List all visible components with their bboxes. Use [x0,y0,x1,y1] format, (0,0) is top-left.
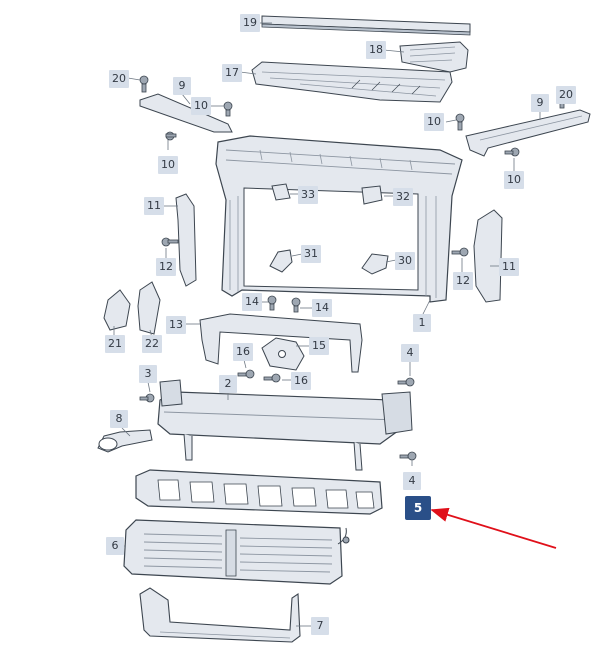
part-lock-carrier [199,313,363,373]
part-bracket-right [465,109,591,157]
callout-21: 21 [105,335,125,353]
callout-32: 32 [393,188,413,206]
callout-10: 10 [158,156,178,174]
callout-18: 18 [366,41,386,59]
part-air-guide-grille [135,469,383,515]
callout-12: 12 [156,258,176,276]
part-side-bracket-left [175,193,197,287]
part-radiator-shutter [123,519,350,585]
callout-14: 14 [242,293,262,311]
part-upper-air-duct [251,61,453,103]
part-tow-eye [97,429,153,453]
callout-5-highlighted: 5 [405,496,431,520]
callout-2: 2 [219,375,237,393]
callout-9: 9 [173,77,191,95]
leader-lines [113,22,541,627]
part-seal-strip [261,15,471,36]
callout-14: 14 [312,299,332,317]
part-lower-air-guide [139,587,301,643]
callout-31: 31 [301,245,321,263]
callout-15: 15 [309,337,329,355]
callout-4: 4 [401,344,419,362]
callout-33: 33 [298,186,318,204]
callout-17: 17 [222,64,242,82]
callout-11: 11 [144,197,164,215]
callout-16: 16 [291,372,311,390]
callout-22: 22 [142,335,162,353]
callout-13: 13 [166,316,186,334]
callout-10: 10 [504,171,524,189]
callout-20: 20 [556,86,576,104]
callout-10: 10 [424,113,444,131]
callout-11: 11 [499,258,519,276]
callout-8: 8 [110,410,128,428]
pointer-arrow [430,507,557,549]
part-deflectors-left [103,281,161,335]
part-side-bracket-right [473,209,503,303]
callout-9: 9 [531,94,549,112]
callout-3: 3 [139,365,157,383]
callout-4: 4 [403,472,421,490]
screws-side [161,237,469,313]
part-bumper-reinforcement [157,379,413,471]
callout-1: 1 [413,314,431,332]
part-bracket-left [139,93,233,133]
part-front-end-carrier [215,135,463,303]
part-air-guide-upper [399,41,469,73]
callout-20: 20 [109,70,129,88]
callout-10: 10 [191,97,211,115]
callout-19: 19 [240,14,260,32]
callout-7: 7 [311,617,329,635]
callout-6: 6 [106,537,124,555]
callout-12: 12 [453,272,473,290]
callout-16: 16 [233,343,253,361]
screws-lock [139,369,417,461]
part-lock-bracket [261,337,305,371]
callout-30: 30 [395,252,415,270]
